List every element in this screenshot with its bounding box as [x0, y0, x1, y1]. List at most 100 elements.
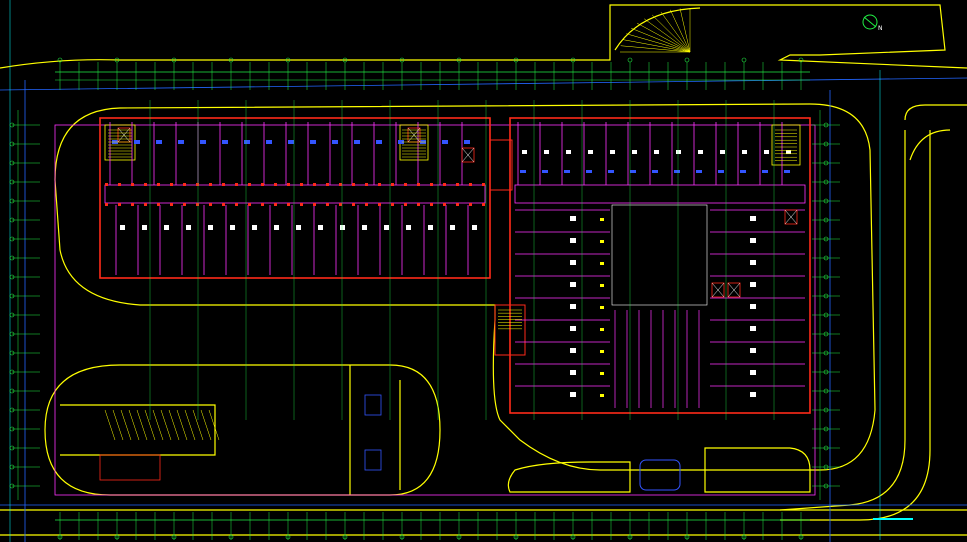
garage-ramp-hatch: [136, 409, 148, 441]
column: [105, 203, 108, 206]
road-right-lane: [904, 104, 967, 121]
door-mark: [586, 170, 592, 173]
label-mark: [600, 372, 604, 375]
fixture-mark: [570, 370, 576, 375]
dimension-grid-top: [55, 57, 810, 90]
fixture-mark: [296, 225, 301, 230]
grid-top-bubble: [57, 57, 63, 63]
column: [261, 203, 264, 206]
column: [378, 203, 381, 206]
column: [417, 183, 420, 186]
grid-right-bubble: [823, 350, 829, 356]
grid-right-bubble: [823, 312, 829, 318]
grid-left-bubble: [9, 236, 15, 242]
label-mark: [600, 284, 604, 287]
grid-right-bubble: [823, 293, 829, 299]
grid-top-bubble: [684, 57, 690, 63]
east-corridor: [514, 184, 806, 204]
column: [131, 203, 134, 206]
ramp-hatch: [660, 11, 691, 53]
grid-bottom-bubble: [171, 534, 177, 540]
fixture-mark: [544, 150, 549, 154]
door-mark: [332, 140, 338, 144]
boundary-magenta: [54, 124, 816, 496]
grid-top-bubble: [171, 57, 177, 63]
stair-block-3: [771, 124, 801, 166]
column: [482, 183, 485, 186]
column: [157, 203, 160, 206]
fixture-mark: [750, 282, 756, 287]
column: [313, 183, 316, 186]
fixture-mark: [164, 225, 169, 230]
column: [209, 203, 212, 206]
fixture-mark: [274, 225, 279, 230]
column: [183, 183, 186, 186]
grid-right-bubble: [823, 483, 829, 489]
ramp-hatch: [631, 27, 691, 53]
shaft-cross: [711, 282, 725, 298]
fixture-mark: [450, 225, 455, 230]
door-mark: [630, 170, 636, 173]
grid-right-bubble: [823, 274, 829, 280]
grid-top-bubble: [456, 57, 462, 63]
column: [222, 203, 225, 206]
ramp: [614, 7, 701, 51]
grid-bottom-bubble: [513, 534, 519, 540]
road-right-curve: [779, 130, 906, 511]
label-mark: [600, 240, 604, 243]
column: [157, 183, 160, 186]
fixture-mark: [786, 150, 791, 154]
grid-right-bubble: [823, 141, 829, 147]
column: [105, 183, 108, 186]
grid-bottom-bubble: [684, 534, 690, 540]
column: [456, 183, 459, 186]
island-right: [704, 447, 811, 493]
door-mark: [784, 170, 790, 173]
shaft-cross: [407, 127, 421, 143]
fixture-mark: [750, 238, 756, 243]
door-mark: [354, 140, 360, 144]
fixture-mark: [566, 150, 571, 154]
grid-right-bubble: [823, 198, 829, 204]
shaft-box: [784, 209, 798, 225]
fixture-mark: [208, 225, 213, 230]
door-mark: [156, 140, 162, 144]
fixture-mark: [570, 238, 576, 243]
grid-left-bubble: [9, 369, 15, 375]
column: [222, 183, 225, 186]
shaft-cross: [784, 209, 798, 225]
column: [131, 183, 134, 186]
column: [118, 203, 121, 206]
fixture-mark: [750, 348, 756, 353]
grid-left-bubble: [9, 255, 15, 261]
column: [118, 183, 121, 186]
fixture-mark: [750, 304, 756, 309]
north-circle: [862, 14, 878, 30]
grid-right-bubble: [823, 236, 829, 242]
garage-ramp-hatch: [144, 409, 156, 441]
grid-left-bubble: [9, 179, 15, 185]
fixture-mark: [698, 150, 703, 154]
column: [300, 183, 303, 186]
fixture-mark: [676, 150, 681, 154]
grid-left-bubble: [9, 312, 15, 318]
grid-bottom-bubble: [285, 534, 291, 540]
door-mark: [740, 170, 746, 173]
west-wing: [99, 117, 491, 279]
fixture-mark: [318, 225, 323, 230]
dimension-grid-right: [812, 110, 840, 500]
grid-bottom-bubble: [57, 534, 63, 540]
garage-ramp-hatch: [152, 409, 164, 441]
column: [170, 203, 173, 206]
column: [352, 203, 355, 206]
fixture-mark: [632, 150, 637, 154]
fixture-mark: [570, 216, 576, 221]
road-top-edge: [0, 4, 967, 69]
column: [261, 183, 264, 186]
column: [300, 203, 303, 206]
ramp-hatch: [644, 18, 691, 53]
column: [196, 183, 199, 186]
fixture-mark: [610, 150, 615, 154]
label-mark: [600, 262, 604, 265]
shaft-cross: [117, 127, 131, 143]
